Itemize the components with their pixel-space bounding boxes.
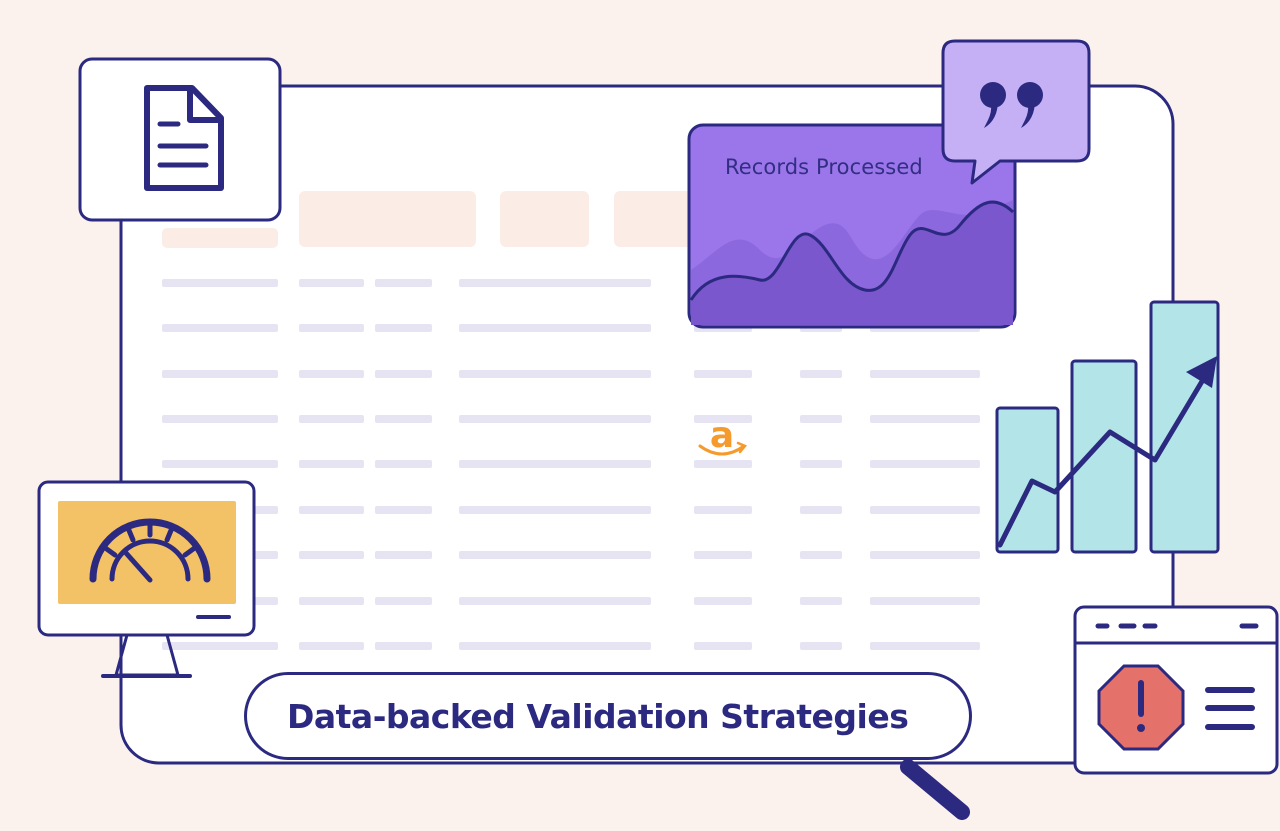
- page-title: Data-backed Validation Strategies: [287, 696, 909, 736]
- table-row-line: [162, 460, 278, 468]
- monitor-screen: [58, 501, 236, 604]
- table-row-line: [800, 370, 842, 378]
- header-block: [614, 191, 694, 247]
- records-area-line: [689, 200, 1015, 301]
- alert-window: [1073, 605, 1279, 775]
- table-row-line: [694, 460, 752, 468]
- header-block: [500, 191, 589, 247]
- table-header: [162, 191, 694, 248]
- table-row-line: [870, 551, 980, 559]
- table-row-line: [162, 279, 278, 287]
- table-row-line: [299, 460, 364, 468]
- table-row-line: [162, 642, 278, 650]
- amazon-logo-icon: a: [698, 415, 748, 456]
- trend-arrow-line: [997, 365, 1213, 548]
- table-row-line: [375, 597, 432, 605]
- table-row-line: [375, 506, 432, 514]
- table-row-line: [375, 460, 432, 468]
- quote-icon: [980, 82, 1043, 128]
- table-row-line: [459, 551, 651, 559]
- table-row-line: [870, 597, 980, 605]
- growth-bar-chart-icon: [995, 300, 1220, 554]
- table-row-line: [694, 551, 752, 559]
- table-row-line: [459, 506, 651, 514]
- table-row-line: [375, 642, 432, 650]
- table-row-line: [800, 642, 842, 650]
- document-card: [78, 57, 282, 222]
- header-block: [162, 228, 278, 248]
- table-rows: [162, 279, 980, 650]
- table-row-line: [299, 642, 364, 650]
- table-row-line: [800, 551, 842, 559]
- table-row-line: [870, 415, 980, 423]
- table-row-line: [694, 597, 752, 605]
- speedometer-icon: [89, 518, 211, 583]
- table-row-line: [870, 506, 980, 514]
- header-block: [299, 191, 476, 247]
- table-row-line: [694, 642, 752, 650]
- table-row-line: [870, 460, 980, 468]
- speedometer-monitor: [37, 480, 256, 678]
- bar: [1070, 359, 1138, 554]
- table-row-line: [800, 415, 842, 423]
- table-row-line: [694, 506, 752, 514]
- records-processed-card: [687, 123, 1017, 329]
- table-row-line: [459, 642, 651, 650]
- table-row-line: [299, 506, 364, 514]
- table-row-line: [299, 279, 364, 287]
- table-row-line: [800, 597, 842, 605]
- magnifier-handle-icon: [900, 759, 970, 820]
- table-row-line: [375, 279, 432, 287]
- table-row-line: [299, 551, 364, 559]
- document-icon: [144, 85, 224, 191]
- table-row-line: [375, 370, 432, 378]
- table-row-line: [375, 415, 432, 423]
- quote-bubble: [941, 39, 1091, 185]
- table-row-line: [459, 597, 651, 605]
- table-row-line: [800, 460, 842, 468]
- table-row-line: [459, 279, 651, 287]
- table-row-line: [299, 415, 364, 423]
- table-row-line: [870, 370, 980, 378]
- table-row-line: [870, 642, 980, 650]
- table-row-line: [459, 460, 651, 468]
- table-row-line: [459, 370, 651, 378]
- table-row-line: [162, 324, 278, 332]
- menu-lines-icon: [1205, 687, 1255, 730]
- bar: [1149, 300, 1220, 554]
- table-row-line: [459, 324, 651, 332]
- table-row-line: [459, 415, 651, 423]
- title-search-bar: Data-backed Validation Strategies: [244, 672, 972, 760]
- table-row-line: [694, 415, 752, 423]
- trend-arrow-head: [1186, 356, 1217, 388]
- table-row-line: [800, 506, 842, 514]
- table-row-line: [299, 597, 364, 605]
- table-row-line: [162, 370, 278, 378]
- records-processed-label: Records Processed: [725, 155, 923, 179]
- table-row-line: [375, 551, 432, 559]
- table-row-line: [162, 415, 278, 423]
- svg-text:a: a: [710, 415, 734, 456]
- table-row-line: [375, 324, 432, 332]
- alert-octagon-icon: [1097, 664, 1185, 751]
- table-row-line: [694, 370, 752, 378]
- table-row-line: [299, 370, 364, 378]
- table-row-line: [299, 324, 364, 332]
